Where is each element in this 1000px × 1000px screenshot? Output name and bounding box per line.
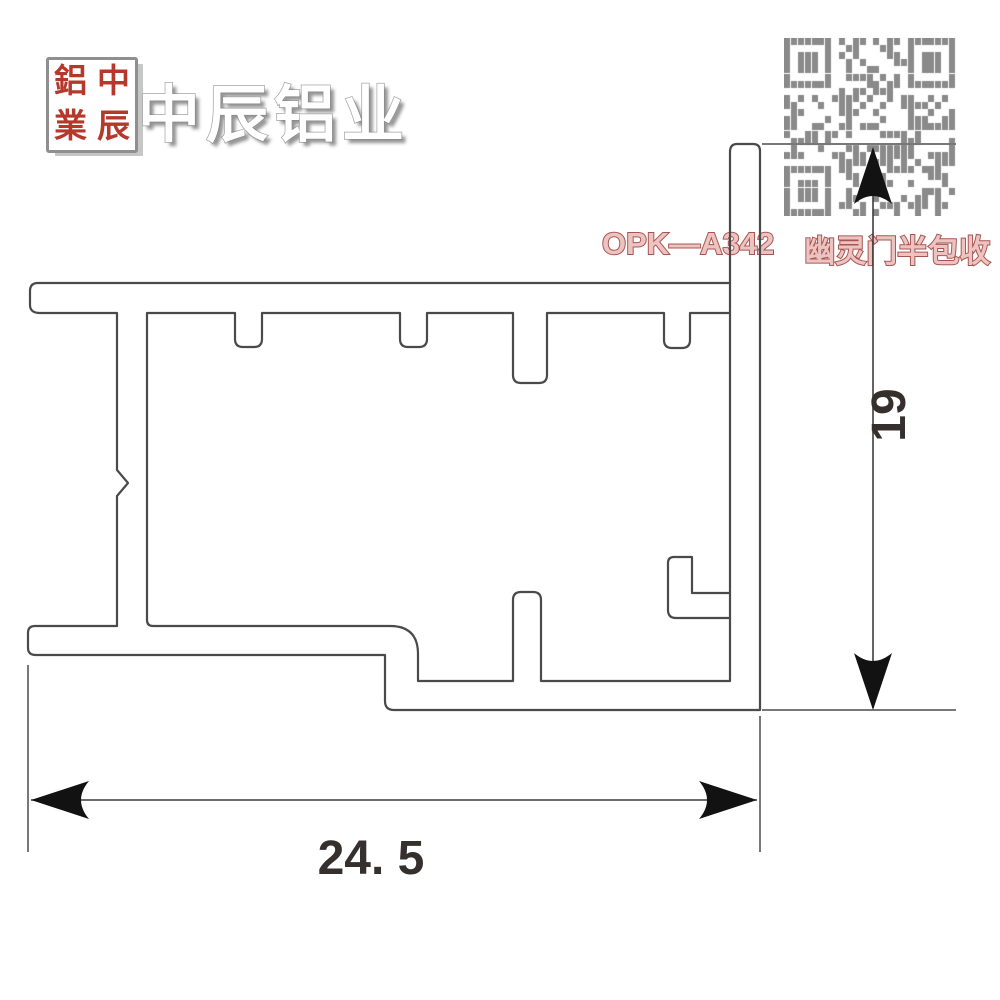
dimension-height-label: 19 — [863, 388, 916, 441]
brand-seal: 鋁 中 業 辰 — [46, 57, 138, 153]
qr-code-icon — [784, 38, 956, 216]
dimension-width-label: 24. 5 — [318, 832, 425, 885]
seal-char: 業 — [54, 109, 87, 145]
product-label: OPK—A342 幽灵门半包收 — [601, 225, 991, 271]
brand-title: 中辰铝业 — [137, 80, 411, 151]
arrowhead-right — [699, 781, 757, 819]
seal-char: 中 — [97, 64, 130, 100]
product-code: OPK—A342 — [601, 225, 775, 262]
seal-char: 鋁 — [54, 64, 87, 100]
arrowhead-down — [854, 653, 892, 710]
product-name: 幽灵门半包收 — [803, 233, 991, 270]
seal-char: 辰 — [97, 109, 130, 145]
arrowhead-left — [31, 781, 89, 819]
profile-cavity-outline — [145, 311, 732, 683]
